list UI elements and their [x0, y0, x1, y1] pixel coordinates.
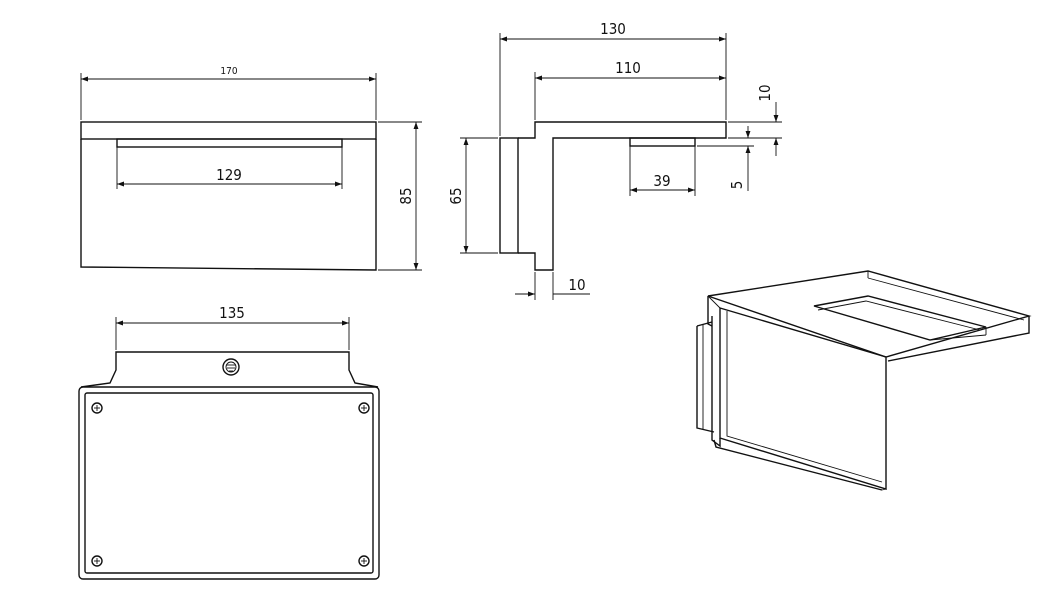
phillips-screw-icon [358, 402, 370, 414]
bottom-back-tab [80, 351, 379, 388]
iso-left-wall [711, 316, 721, 448]
iso-back-plate-top [696, 321, 713, 327]
front-inner-slot [116, 138, 343, 148]
iso-shelf-front-edge [887, 316, 1030, 362]
front-body [80, 139, 377, 271]
dim-label-front-width: 170 [220, 66, 237, 77]
side-back-plate [499, 137, 519, 254]
front-view: 170 129 85 [80, 66, 422, 271]
iso-shelf-top [707, 270, 1032, 358]
dim-label-side-shelf-thickness: 10 [756, 84, 774, 101]
dim-front-width: 170 [80, 66, 377, 120]
phillips-screw-icon [91, 555, 103, 567]
dim-front-height: 85 [378, 121, 422, 271]
dim-label-front-height: 85 [397, 187, 415, 204]
dim-side-shelf-thickness: 10 [728, 84, 782, 156]
dim-label-side-slot-width: 39 [653, 172, 670, 190]
iso-front-wall-inner [726, 311, 883, 483]
dim-label-side-wall-thickness: 10 [568, 276, 585, 294]
dim-side-depth-total: 130 [499, 20, 727, 136]
bottom-view: 135 [78, 304, 380, 580]
dim-bottom-width: 135 [115, 304, 350, 350]
phillips-screw-icon [91, 402, 103, 414]
iso-shelf-slot-inner [817, 300, 981, 331]
dim-side-lip-height: 5 [697, 126, 754, 191]
dim-side-slot-width: 39 [629, 146, 696, 196]
dim-label-front-inner-width: 129 [216, 166, 242, 184]
dim-label-side-back-height: 65 [447, 187, 465, 204]
side-view: 130 110 10 5 39 [447, 20, 782, 300]
dim-side-wall-thickness: 10 [515, 272, 590, 300]
earth-ground-screw-icon [222, 358, 240, 376]
dim-label-side-depth-total: 130 [600, 20, 626, 38]
dim-side-shelf-depth: 110 [534, 59, 726, 120]
bottom-outer-plate [78, 386, 380, 580]
dim-front-inner-width: 129 [116, 147, 343, 189]
isometric-view [696, 270, 1032, 491]
front-top-plate [80, 121, 377, 140]
iso-bottom-lip [713, 439, 883, 491]
phillips-screw-icon [358, 555, 370, 567]
dim-label-side-lip-height: 5 [728, 181, 746, 190]
bottom-inner-plate [84, 392, 374, 574]
side-slot [629, 137, 696, 147]
iso-front-wall [719, 307, 887, 490]
iso-back-plate [696, 326, 715, 433]
dim-label-bottom-width: 135 [219, 304, 245, 322]
dim-label-side-shelf-depth: 110 [615, 59, 641, 77]
iso-left-wall-top [707, 296, 713, 327]
dim-side-back-height: 65 [447, 137, 498, 254]
